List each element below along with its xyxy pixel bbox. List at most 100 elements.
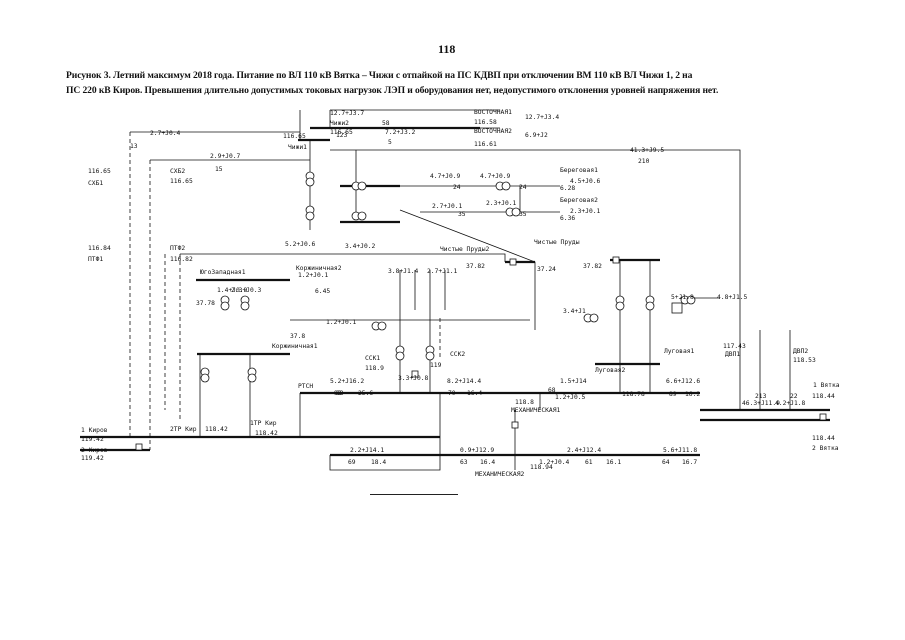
- label-lugovaya1-v: 37.82: [583, 263, 602, 270]
- line-mekhanicheskaya: [514, 393, 541, 470]
- label-dvp1: ДВП1: [725, 351, 740, 358]
- label-chistye-prudy2: Чистые Пруды2: [440, 246, 489, 253]
- flow-label: 2.7+J0.4: [150, 130, 181, 137]
- label-mekhanicheskaya2-v: 118.94: [530, 464, 553, 471]
- label-ssk1-v: 118.9: [365, 365, 384, 372]
- label-ssk2-v: 119: [430, 362, 442, 369]
- flow-label: 0.9+J12.9: [460, 447, 494, 454]
- flow-label: 5+J1.8: [671, 294, 694, 301]
- load-label: 61: [585, 459, 593, 466]
- flow-label: 2.3+J0.1: [486, 200, 517, 207]
- label-1tr-kir: 1ТР Кир: [250, 420, 277, 427]
- flow-label: 4.7+J0.9: [480, 173, 511, 180]
- label-ssk2: ССК2: [450, 351, 465, 358]
- switch-symbols: [135, 256, 827, 451]
- flow-label: 2.2+J14.1: [350, 447, 384, 454]
- load-label: 22: [790, 393, 798, 400]
- label-yugozapadnaya1: ЮгоЗападная1: [200, 269, 246, 276]
- load-label: 5: [388, 139, 392, 146]
- page-number: 118: [438, 42, 456, 56]
- line-dvp: [759, 330, 791, 410]
- load-label: 210: [638, 158, 650, 165]
- label-ptf2: ПТФ2: [170, 245, 185, 252]
- label-1-kirov: 1 Киров: [81, 427, 108, 434]
- flow-label: 2.7+J0.1: [432, 203, 463, 210]
- label-dvp1-v: 117.43: [723, 343, 746, 350]
- label-skhb1: СХБ1: [88, 180, 103, 187]
- label-ptf1-v: 116.84: [88, 245, 111, 252]
- label-1-kirov-v: 119.42: [81, 436, 104, 443]
- label-chistye-prudy-v: 37.24: [537, 266, 556, 273]
- label-1-vyatka: 1 Вятка: [813, 382, 840, 389]
- label-dvp2: ДВП2: [793, 348, 808, 355]
- figure-caption: Рисунок 3. Летний максимум 2018 года. Пи…: [66, 68, 841, 98]
- label-ssk1: ССК1: [365, 355, 380, 362]
- load-label: 35: [458, 211, 466, 218]
- load-label: 16.4: [480, 459, 495, 466]
- line-chistye-prudy: [399, 209, 536, 330]
- label-chizhi1: Чижи1: [288, 144, 307, 151]
- flow-label: 2.7+J1.1: [427, 268, 458, 275]
- label-2-vyatka-v: 118.44: [812, 435, 835, 442]
- load-label: 89: [669, 391, 677, 398]
- label-2tr-kir-v: 118.42: [205, 426, 228, 433]
- flow-label: 12.7+J3.4: [525, 114, 559, 121]
- label-chistye-prudy2-v: 37.82: [466, 263, 485, 270]
- line-to-vyatka: [330, 149, 741, 410]
- flow-label: 46.3+J11.9: [742, 400, 780, 407]
- load-label: 18.4: [371, 459, 386, 466]
- load-label: 15: [215, 166, 223, 173]
- label-mekhanicheskaya2: МЕХАНИЧЕСКАЯ2: [475, 471, 524, 478]
- label-beregovaya1-v: 6.28: [560, 185, 575, 192]
- label-chizhi2: Чижи2: [330, 120, 349, 127]
- load-label: 58: [382, 120, 390, 127]
- flow-label: 8.2+J14.4: [447, 378, 481, 385]
- caption-line-2: ПС 220 кВ Киров. Превышения длительно до…: [66, 85, 719, 96]
- label-lugovaya1: Луговая1: [664, 348, 695, 355]
- label-korzhinichnaya2-v: 6.45: [315, 288, 330, 295]
- flow-label: 4.2+J1.8: [775, 400, 806, 407]
- load-label: 16.7: [682, 459, 697, 466]
- label-2-kirov: 2 Киров: [81, 447, 108, 454]
- label-yugozapadnaya1-v: 37.78: [196, 300, 215, 307]
- load-label: 35: [519, 211, 527, 218]
- label-mekhanicheskaya1: МЕХАНИЧЕСКАЯ1: [511, 407, 560, 414]
- label-2-vyatka: 2 Вятка: [812, 445, 839, 452]
- caption-line-1: Рисунок 3. Летний максимум 2018 года. Пи…: [66, 70, 693, 81]
- flow-label: 2.9+J0.7: [210, 153, 241, 160]
- load-label: 68: [548, 387, 556, 394]
- label-ptf2-v: 116.82: [170, 256, 193, 263]
- line-ssk-loop: [329, 393, 441, 471]
- flow-label: 2.3+J0.3: [231, 287, 262, 294]
- load-label: 16.1: [606, 459, 621, 466]
- label-lugovaya2: Луговая2: [595, 367, 626, 374]
- line-chizhi-vostochnaya: [299, 109, 500, 140]
- flow-label: 3.4+J1: [563, 308, 586, 315]
- flow-label: 7.2+J3.2: [385, 129, 416, 136]
- label-korzhinichnaya1: Коржиничная1: [272, 343, 318, 350]
- label-1-vyatka-v: 118.44: [812, 393, 835, 400]
- label-beregovaya2-v: 6.36: [560, 215, 575, 222]
- flow-label: 1.5+J14: [560, 378, 587, 385]
- flow-label: 12.7+J3.7: [330, 110, 364, 117]
- label-skhb2: СХБ2: [170, 168, 185, 175]
- load-label: 64: [662, 459, 670, 466]
- load-label: 63: [460, 459, 468, 466]
- flow-label: 5.2+J16.2: [330, 378, 364, 385]
- flow-label: 41.3+J9.5: [630, 147, 664, 154]
- label-skhb1-v: 116.65: [88, 168, 111, 175]
- flow-label: 5.6+J11.8: [663, 447, 697, 454]
- label-2-kirov-v: 119.42: [81, 455, 104, 462]
- load-label: 16.2: [685, 391, 700, 398]
- load-label: 13: [130, 143, 138, 150]
- load-label: 24: [519, 184, 527, 191]
- flow-label: 2.3+J0.1: [570, 208, 601, 215]
- flow-label: 3.4+J0.2: [345, 243, 376, 250]
- label-ptf1: ПТФ1: [88, 256, 103, 263]
- label-rtsn: РТСН: [298, 383, 313, 390]
- flow-label: 3.3+J0.8: [398, 375, 429, 382]
- load-label: 25.6: [358, 390, 373, 397]
- label-2tr-kir: 2ТР Кир: [170, 426, 197, 433]
- label-skhb2-v: 116.65: [170, 178, 193, 185]
